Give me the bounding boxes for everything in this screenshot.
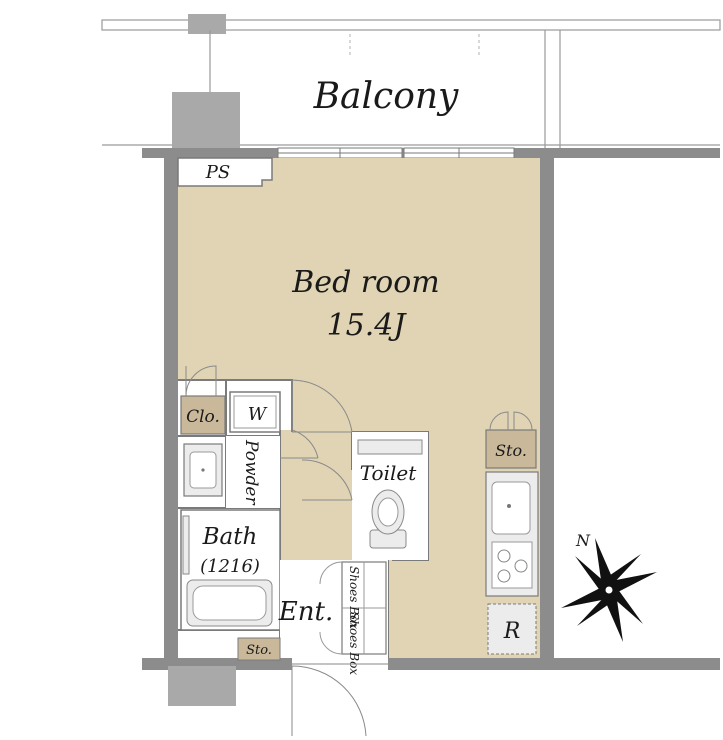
- bath: Bath (1216): [180, 509, 281, 631]
- stove-icon: [491, 541, 533, 589]
- kitchen-sink-icon: [491, 481, 531, 535]
- balcony-area: Balcony: [101, 14, 721, 148]
- balcony-label: Balcony: [313, 76, 459, 117]
- entrance-storage: Sto.: [237, 637, 281, 661]
- washer-label: W: [248, 404, 268, 425]
- windows: [277, 147, 515, 159]
- kitchen-storage-label: Sto.: [495, 441, 527, 460]
- entrance-storage-label: Sto.: [246, 643, 272, 658]
- toilet-label: Toilet: [360, 461, 417, 485]
- bedroom-floor: [178, 158, 540, 658]
- pipe-space: PS: [177, 157, 273, 187]
- refrigerator-label: R: [503, 619, 521, 644]
- powder-door: [280, 379, 353, 459]
- north-label: N: [575, 531, 591, 550]
- bath-size: (1216): [200, 556, 260, 577]
- kitchen-counter: [485, 471, 539, 597]
- bath-label: Bath: [202, 524, 258, 550]
- bedroom-size: 15.4J: [327, 308, 408, 343]
- ps-label: PS: [205, 162, 230, 183]
- bedroom-label: Bed room: [291, 265, 439, 300]
- shoes-box-label-1: Shoes Box: [347, 566, 361, 629]
- toilet: Toilet: [301, 432, 428, 560]
- compass-icon: N: [561, 531, 657, 642]
- washer: W: [229, 391, 281, 433]
- entrance-label: Ent.: [278, 597, 333, 627]
- kitchen-storage: Sto.: [485, 411, 537, 469]
- closet: Clo.: [180, 365, 226, 435]
- entrance: Ent. Shoes Box Shoes Box: [278, 560, 388, 737]
- bathtub-icon: [186, 579, 273, 627]
- shoes-box-label-2: Shoes Box: [347, 612, 361, 675]
- closet-label: Clo.: [186, 407, 220, 427]
- refrigerator: R: [487, 603, 537, 655]
- toilet-icon: [369, 489, 407, 549]
